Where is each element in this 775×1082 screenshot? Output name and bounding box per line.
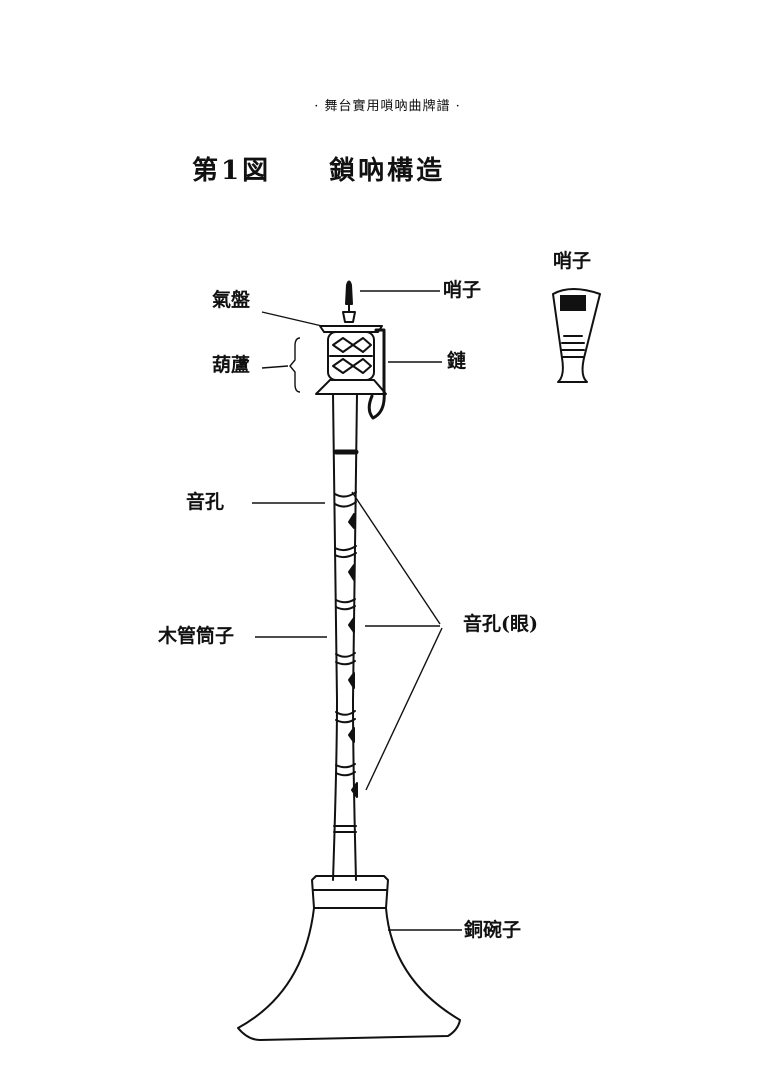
reed-top <box>342 280 356 323</box>
label-shao-zi-detail: 哨子 <box>553 250 592 272</box>
figure-title: 第1図 鎖吶構造 <box>192 156 446 186</box>
leader-yin-kong-yan-3 <box>365 627 443 791</box>
leader-qi-pan <box>261 311 323 327</box>
label-yin-kong: 音孔 <box>186 491 225 513</box>
page-header: · 舞台實用嗩吶曲牌譜 · <box>314 99 461 114</box>
air-disc <box>319 325 383 333</box>
label-mu-guan: 木管筒子 <box>158 625 235 647</box>
wooden-tube <box>332 393 359 881</box>
label-shao-zi: 哨子 <box>443 279 482 301</box>
collar <box>315 379 387 395</box>
leader-hu-lu <box>261 365 289 369</box>
label-yin-kong-yan: 音孔(眼) <box>463 613 538 635</box>
brace-hu-lu <box>289 337 301 393</box>
label-qi-pan: 氣盤 <box>212 289 251 311</box>
label-hu-lu: 葫蘆 <box>212 354 251 376</box>
finger-holes <box>348 513 358 798</box>
gourd <box>327 331 375 381</box>
chain <box>367 328 386 420</box>
copper-bell <box>237 907 461 1041</box>
bell-ring <box>311 875 389 909</box>
label-lian: 鏈 <box>447 350 467 372</box>
leader-yin-kong-yan-1 <box>351 491 441 625</box>
label-tong-wan: 銅碗子 <box>464 919 522 941</box>
reed-detail <box>552 288 601 383</box>
